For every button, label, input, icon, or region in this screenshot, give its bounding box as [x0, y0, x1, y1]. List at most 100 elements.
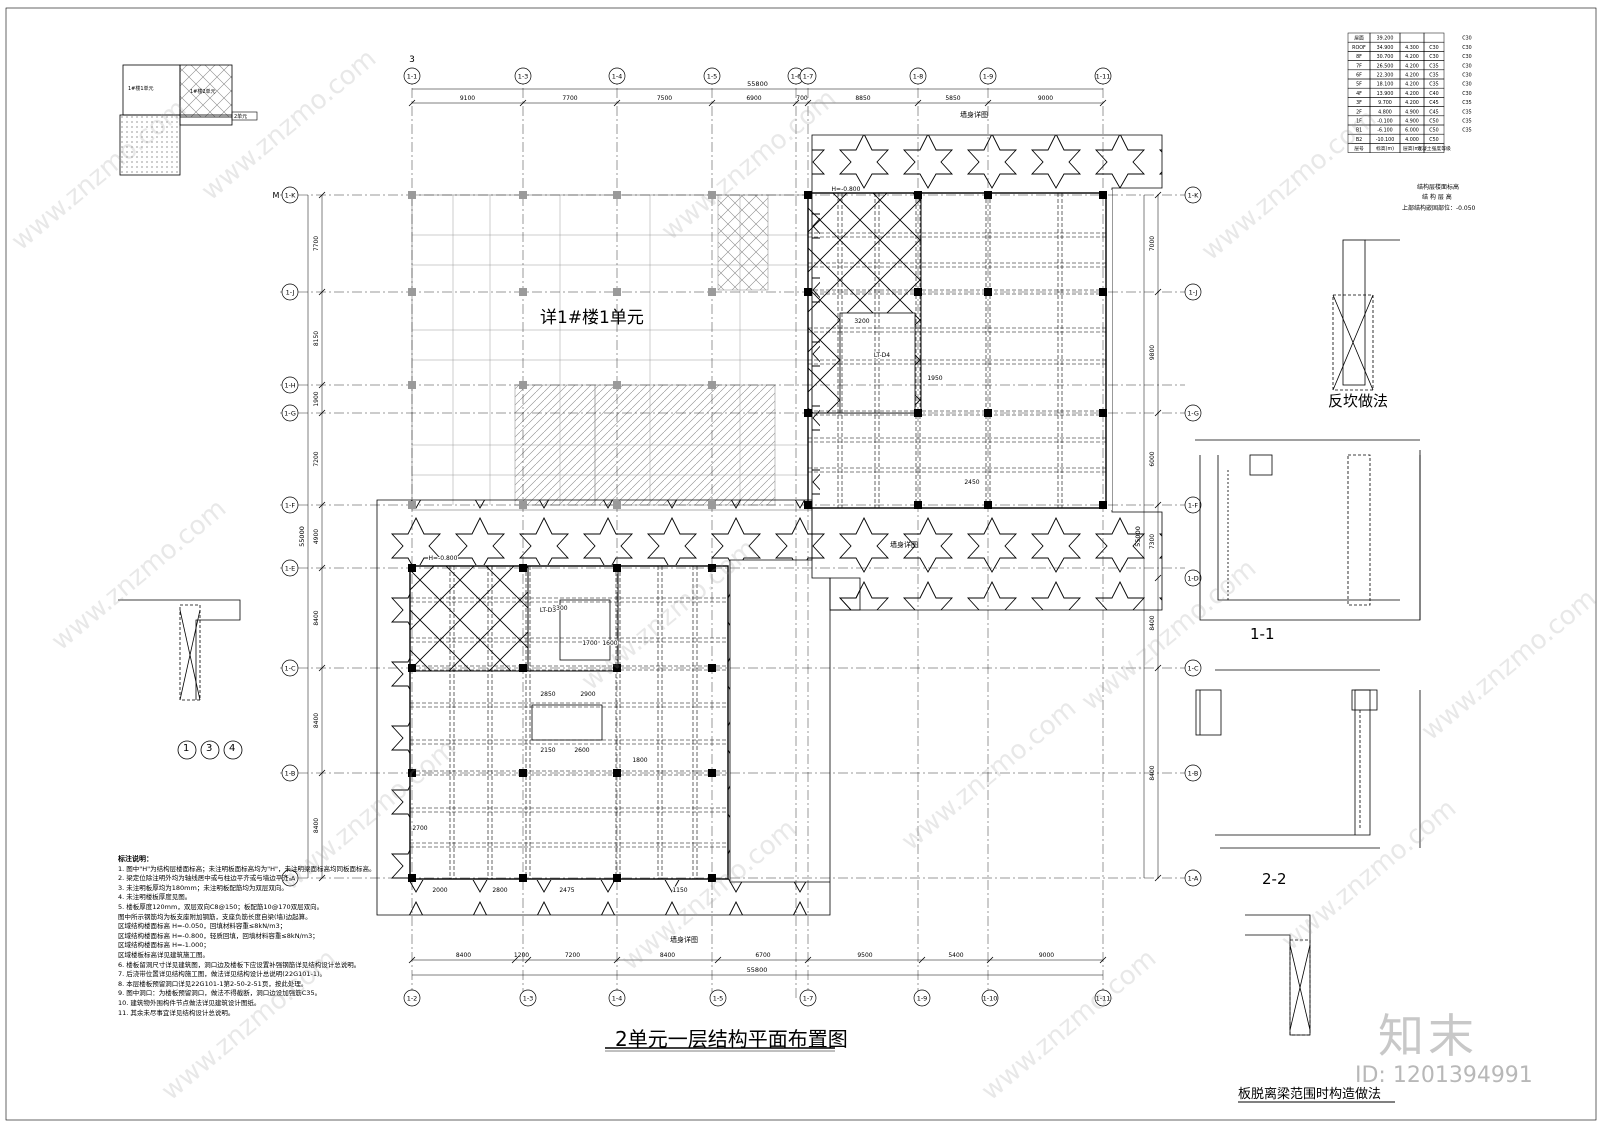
level-table-cell: 4.200	[1405, 91, 1419, 97]
level-table-cell: C35	[1429, 82, 1438, 88]
fankan-detail-drawing	[1332, 239, 1400, 391]
slab-detail-title: 板脱离梁范围时构造做法	[1238, 1087, 1382, 1102]
note-line: 9. 图中洞口：为楼板预留洞口，做法不得截断，洞口边设加强筋C35。	[118, 989, 322, 998]
dim-left: 8400	[313, 818, 320, 833]
dim-right: 8400	[1149, 765, 1156, 780]
axis-bubble-right-label: 1-J	[1189, 289, 1198, 297]
axis-bubble-top-label: 1-8	[913, 73, 924, 81]
axis-bubble-top	[514, 67, 532, 85]
star-fill-zones	[376, 134, 1163, 916]
level-table-right-cell: C30	[1462, 73, 1471, 79]
left-wall-detail-drawing	[118, 599, 243, 760]
inner-dim-label: 1150	[672, 887, 687, 894]
column	[708, 874, 716, 882]
dim-bottom: 7200	[565, 952, 580, 959]
note-line: 区域结构楼面标高 H=-0.050，回填材料容重≤8kN/m3；	[118, 922, 287, 931]
dim-top: 9000	[1038, 95, 1053, 102]
level-table-cell: C40	[1429, 91, 1438, 97]
column	[519, 501, 527, 509]
column	[914, 288, 922, 296]
axis-bubble-left-label: 1-E	[285, 565, 296, 573]
dim-left: 7700	[313, 236, 320, 251]
dim-top: 7500	[657, 95, 672, 102]
inner-dim-label: 1800	[632, 757, 647, 764]
level-table-cell: 4.200	[1405, 82, 1419, 88]
level-table-cell: 4.900	[1405, 109, 1419, 115]
dim-bottom-total: 55800	[747, 966, 768, 974]
section-2-2-title: 2-2	[1262, 870, 1287, 888]
note-line: 7. 后浇带位置详见结构施工图，做法详见结构设计总说明(22G101-1)。	[118, 970, 327, 979]
level-table-caption-2: 结 构 层 高	[1422, 194, 1452, 201]
column	[613, 564, 621, 572]
axis-bubble-right	[1184, 764, 1202, 782]
axis-bubble-left-label: 1-A	[285, 875, 296, 883]
level-table-right-cell: C30	[1462, 82, 1471, 88]
column	[519, 288, 527, 296]
axis-bubble-top-label: 1-7	[803, 73, 814, 81]
level-table-cell: 8F	[1356, 54, 1362, 60]
fankan-title: 反坎做法	[1328, 392, 1389, 410]
design-notes: 标注说明： 1. 图中"H"为结构层楼面标高；未注明板面标高均为"H"，未注明梁…	[118, 855, 598, 1018]
level-table-caption-1: 结构层楼面标高	[1417, 184, 1460, 191]
inner-dim-label: 1600	[602, 640, 617, 647]
level-table-right-cell: C30	[1462, 54, 1471, 60]
axis-bubble-top	[1094, 67, 1112, 85]
wall-detail-tag-bottom: 墙身详图	[670, 936, 698, 944]
plan-unit-label: 详1#楼1单元	[540, 308, 644, 328]
level-table-right-cell: C35	[1462, 100, 1471, 106]
dim-right-total: 55000	[1134, 526, 1142, 547]
dim-right: 6000	[1149, 451, 1156, 466]
inner-dim-label: 2150	[540, 747, 555, 754]
column	[519, 769, 527, 777]
column	[708, 191, 716, 199]
watermark-brand: 知末	[1378, 1009, 1478, 1063]
inner-dim-label: 3200	[854, 318, 869, 325]
level-table-cell: 3F	[1356, 100, 1362, 106]
level-table-cell: 4.200	[1405, 73, 1419, 79]
column	[613, 664, 621, 672]
inner-dim-label: 2850	[540, 691, 555, 698]
key-plan	[119, 64, 258, 176]
column	[519, 874, 527, 882]
dim-left: 7200	[313, 451, 320, 466]
note-line: 区域楼板标高详见建筑施工图。	[118, 950, 209, 959]
axis-bubble-left	[281, 869, 299, 887]
inner-dim-label: 1700	[582, 640, 597, 647]
detail-circle-4: 4	[229, 743, 236, 754]
axis-bubble-bottom-label: 1-5	[713, 995, 724, 1003]
column	[914, 191, 922, 199]
column	[914, 501, 922, 509]
axis-bubble-top	[403, 67, 421, 85]
axis-bubble-right	[1184, 186, 1202, 204]
column	[708, 381, 716, 389]
axis-bubble-bottom	[913, 989, 931, 1007]
column	[613, 288, 621, 296]
dim-left: 8400	[313, 610, 320, 625]
axis-bubble-left-label: 1-C	[284, 665, 295, 673]
inner-dim-label: 2700	[412, 825, 427, 832]
sheet-border	[5, 7, 1597, 1121]
axis-bubble-top-label: 1-4	[612, 73, 623, 81]
level-table-cell: C35	[1429, 73, 1438, 79]
column	[408, 664, 416, 672]
level-table-cell: 18.100	[1377, 82, 1394, 88]
axis-bubble-right-label: 1-K	[1188, 192, 1199, 200]
level-table-cell: 34.900	[1377, 45, 1394, 51]
column	[613, 191, 621, 199]
inner-dim-label: 2450	[964, 479, 979, 486]
level-table-cell: 屋面	[1354, 36, 1364, 42]
dim-bottom: 8400	[456, 952, 471, 959]
detail-circle-1: 1	[183, 743, 190, 754]
note-line: 11. 其余未尽事宜详见结构设计总说明。	[118, 1008, 235, 1017]
axis-bubble-top-label: 1-3	[518, 73, 529, 81]
column	[708, 564, 716, 572]
axis-bubble-left	[281, 404, 299, 422]
key-plan-label-3: 2单元	[234, 114, 248, 120]
axis-bubble-right	[1184, 404, 1202, 422]
axis-bubble-right-label: 1-C	[1187, 665, 1198, 673]
reference-unit-area	[411, 194, 813, 511]
inner-dim-label: LT-D3	[540, 607, 556, 614]
axis-bubble-right	[1184, 869, 1202, 887]
axis-bubble-left-label: 1-J	[286, 289, 295, 297]
